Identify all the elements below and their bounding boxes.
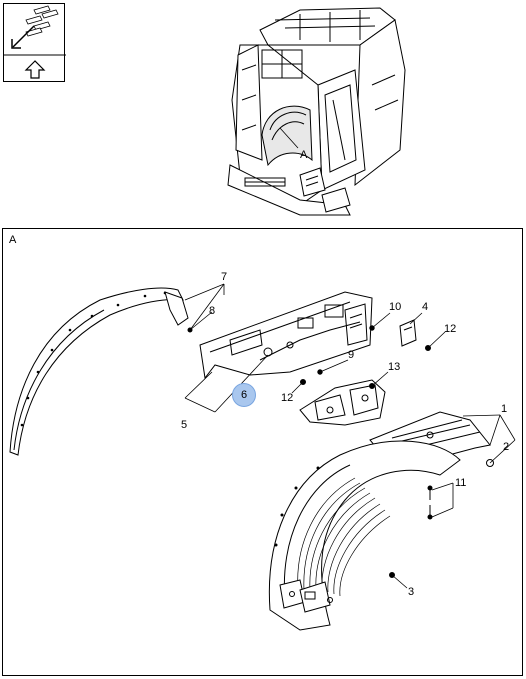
- callout-5[interactable]: 5: [181, 419, 188, 431]
- callout-6-highlighted[interactable]: 6: [232, 383, 256, 407]
- callout-8[interactable]: 8: [209, 305, 216, 317]
- callout-12-lower[interactable]: 12: [281, 392, 294, 404]
- detail-view-frame: [2, 228, 523, 676]
- navigation-thumbnail[interactable]: [3, 3, 66, 82]
- callout-9[interactable]: 9: [348, 349, 355, 361]
- nav-arrows-icon: [4, 5, 66, 79]
- detail-letter: A: [9, 234, 17, 246]
- callout-13[interactable]: 13: [388, 361, 401, 373]
- callout-2[interactable]: 2: [503, 441, 510, 453]
- callout-1[interactable]: 1: [501, 403, 508, 415]
- callout-10[interactable]: 10: [389, 301, 402, 313]
- callout-12-upper[interactable]: 12: [444, 323, 457, 335]
- callout-11[interactable]: 11: [455, 477, 467, 489]
- callout-3[interactable]: 3: [408, 586, 415, 598]
- cab-overview-illustration: [227, 7, 406, 216]
- callout-7[interactable]: 7: [221, 271, 228, 283]
- callout-4[interactable]: 4: [422, 301, 429, 313]
- cab-callout-a: A: [300, 149, 308, 161]
